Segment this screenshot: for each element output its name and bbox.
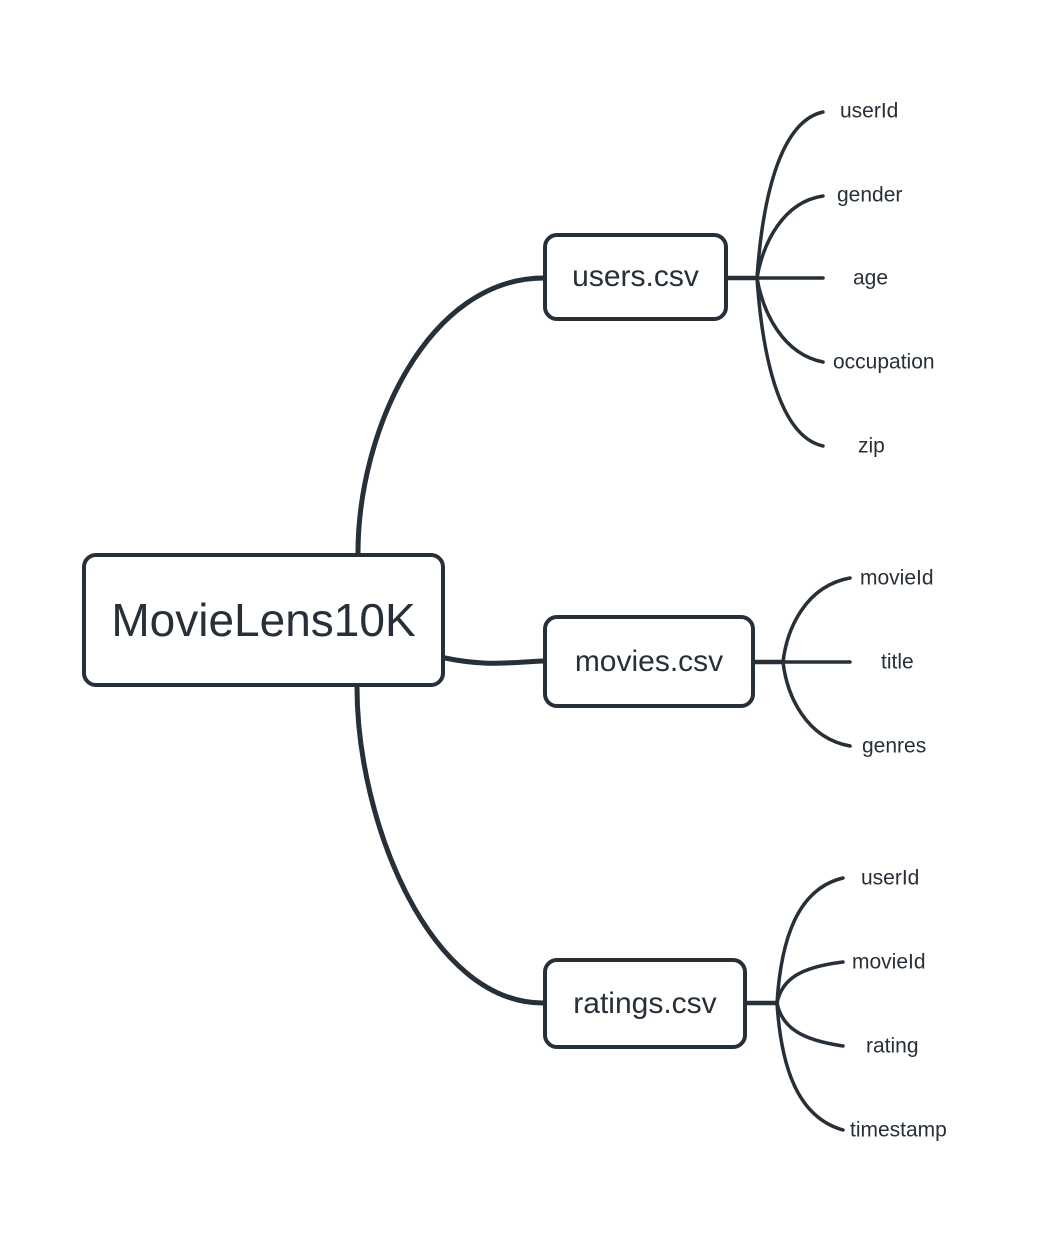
edge-root-users bbox=[355, 275, 547, 556]
edge-ratings-movieid bbox=[775, 960, 845, 1005]
edge-ratings-userid bbox=[775, 876, 845, 1005]
leaf-ratings-movieid: movieId bbox=[852, 950, 926, 974]
branch-node-ratings-csv[interactable]: ratings.csv bbox=[543, 958, 747, 1049]
leaf-ratings-userid: userId bbox=[861, 866, 920, 890]
edge-movies-genres bbox=[781, 660, 852, 748]
edge-users-gender bbox=[755, 194, 825, 280]
branch-node-label: movies.csv bbox=[574, 644, 724, 678]
edge-users-zip bbox=[755, 276, 825, 448]
leaf-movies-title: title bbox=[881, 650, 914, 674]
leaf-users-age: age bbox=[853, 266, 889, 290]
leaf-movies-genres: genres bbox=[862, 734, 927, 758]
leaf-movies-movieid: movieId bbox=[860, 566, 934, 590]
edge-ratings-timestamp bbox=[775, 1001, 845, 1132]
leaf-users-gender: gender bbox=[837, 183, 903, 207]
leaf-users-occupation: occupation bbox=[833, 350, 935, 374]
branch-node-movies-csv[interactable]: movies.csv bbox=[543, 615, 755, 708]
root-node-movielens10k[interactable]: MovieLens10K bbox=[82, 553, 445, 687]
edge-ratings-rating bbox=[775, 1001, 845, 1048]
root-node-label: MovieLens10K bbox=[111, 594, 416, 646]
leaf-users-zip: zip bbox=[858, 434, 885, 458]
leaf-ratings-timestamp: timestamp bbox=[850, 1118, 947, 1142]
branch-node-label: users.csv bbox=[572, 260, 699, 293]
edge-users-userid bbox=[755, 110, 825, 280]
edge-movies-movieid bbox=[781, 576, 852, 664]
edge-root-movies bbox=[442, 655, 547, 666]
leaf-ratings-rating: rating bbox=[866, 1034, 919, 1058]
edge-root-ratings bbox=[354, 684, 547, 1006]
branch-node-label: ratings.csv bbox=[573, 986, 717, 1020]
branch-node-users-csv[interactable]: users.csv bbox=[543, 233, 728, 321]
leaf-users-userid: userId bbox=[840, 99, 899, 123]
